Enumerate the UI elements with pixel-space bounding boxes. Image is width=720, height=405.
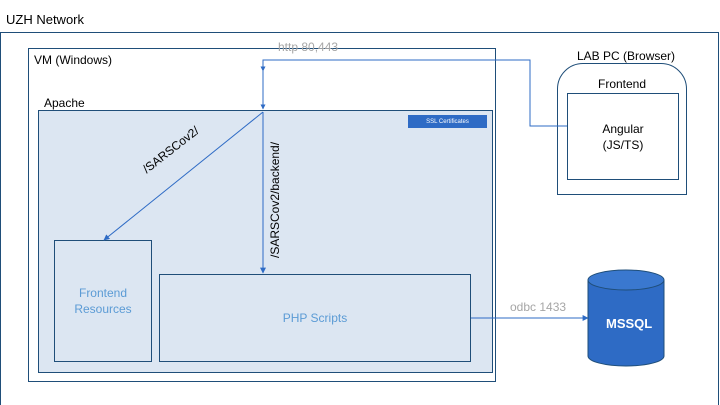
- odbc-port-label: odbc 1433: [510, 300, 567, 314]
- network-label: UZH Network: [6, 12, 85, 27]
- frontend-resources-line2: Resources: [74, 302, 132, 316]
- frontend-route-arrow: [103, 111, 264, 241]
- browser-to-apache-connector: [262, 59, 567, 127]
- frontend-resources-line1: Frontend: [78, 286, 128, 300]
- vm-label: VM (Windows): [34, 53, 113, 67]
- mssql-label: MSSQL: [606, 316, 653, 331]
- php-scripts-label: PHP Scripts: [282, 311, 348, 325]
- uzh-network-frame: [0, 32, 719, 405]
- lab-pc-label: LAB PC (Browser): [577, 49, 676, 63]
- angular-label: Angular: [602, 121, 644, 136]
- ssl-certificates-badge: SSL Certificates: [408, 115, 487, 128]
- backend-route-label: /SARSCov2/backend/: [268, 141, 282, 258]
- php-scripts-box: PHP Scripts: [159, 274, 471, 362]
- apache-label: Apache: [44, 96, 85, 110]
- frontend-resources-box: Frontend Resources: [54, 240, 152, 362]
- angular-app-box: Angular (JS/TS): [567, 93, 679, 180]
- angular-sublabel: (JS/TS): [602, 137, 644, 152]
- http-port-label: http 80,443: [278, 40, 339, 54]
- lab-frontend-label: Frontend: [598, 77, 647, 91]
- mssql-database-icon: [587, 269, 665, 367]
